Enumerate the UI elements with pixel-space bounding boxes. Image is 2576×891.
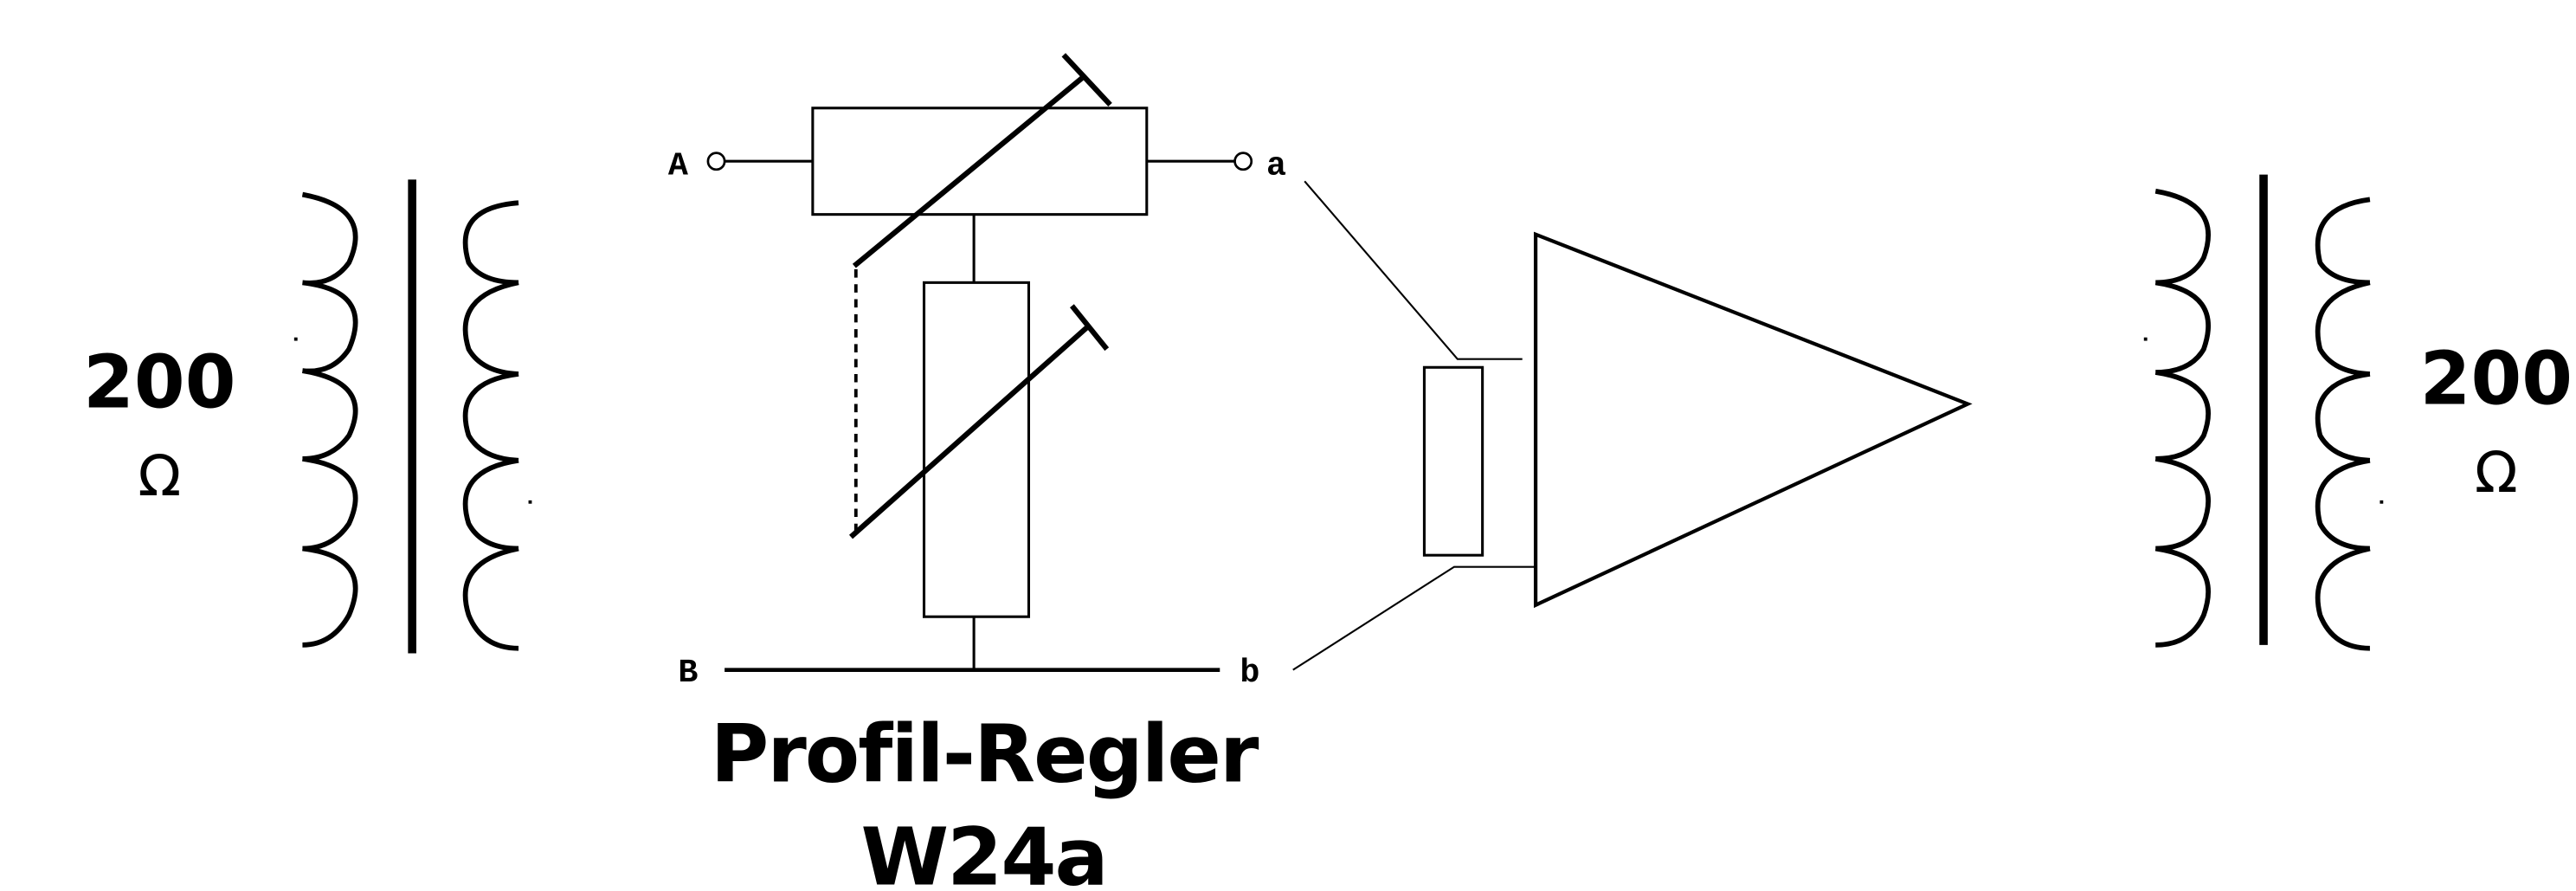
terminal-a — [1233, 152, 1253, 171]
input-resistor — [1422, 365, 1484, 557]
series-variable-arrow — [852, 75, 1084, 268]
right-impedance-value: 200 — [2420, 337, 2573, 422]
terminal-b-label: b — [1240, 654, 1259, 692]
wire-b-to-amp — [1292, 565, 1537, 671]
wire-a-to-amp — [1304, 180, 1523, 360]
left-impedance-unit: Ω — [138, 443, 181, 509]
right-secondary-winding — [2315, 197, 2371, 651]
left-dot-marker — [293, 337, 298, 341]
title-line-2: W24a — [860, 810, 1106, 891]
amplifier — [1533, 231, 1973, 609]
shunt-variable-arrow — [849, 325, 1089, 539]
right-dot-marker — [2143, 337, 2148, 341]
right-primary-winding — [2154, 188, 2211, 648]
left-dot-marker-2 — [528, 500, 532, 504]
left-transformer: 200 Ω — [83, 179, 532, 654]
shunt-arrow-tee — [1070, 304, 1110, 352]
regulator-network: A a B b — [668, 53, 1286, 692]
series-arrow-tee — [1061, 53, 1112, 107]
right-dot-marker-2 — [2380, 500, 2384, 504]
left-secondary-winding — [462, 200, 519, 651]
terminal-A-label: A — [668, 147, 689, 185]
amplifier-stage — [1292, 180, 1973, 671]
title-line-1: Profil-Regler — [711, 707, 1259, 800]
terminal-a-label: a — [1266, 147, 1286, 185]
right-transformer: 200 Ω — [2143, 174, 2573, 651]
terminal-B-label: B — [678, 654, 698, 692]
terminal-A — [706, 152, 726, 171]
left-impedance-value: 200 — [83, 339, 235, 424]
shunt-resistor — [922, 281, 1031, 618]
right-impedance-unit: Ω — [2475, 440, 2518, 506]
left-primary-winding — [301, 191, 358, 648]
